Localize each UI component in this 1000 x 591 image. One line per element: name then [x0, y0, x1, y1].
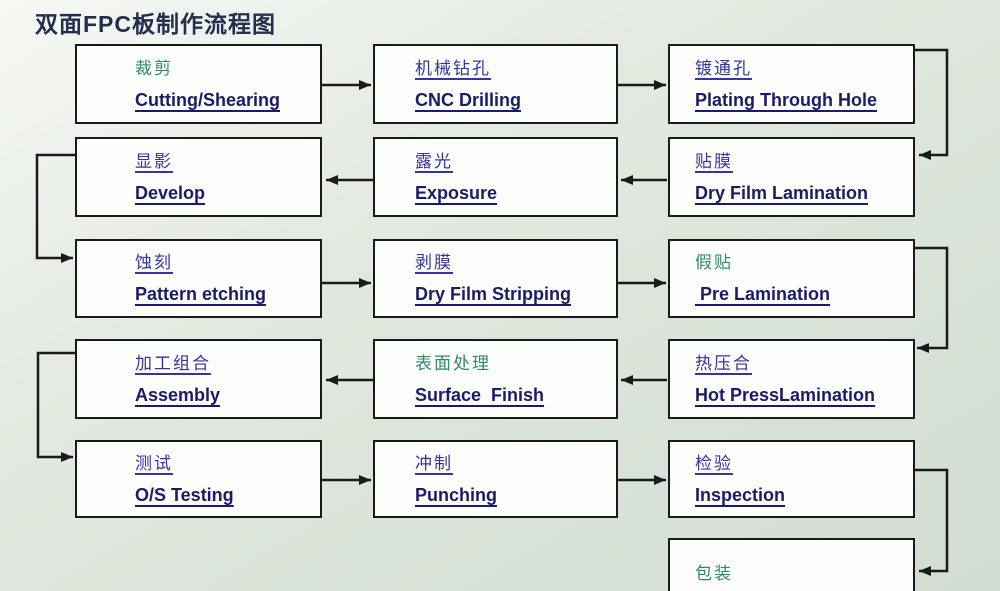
connector-develop-to-etching: [35, 153, 75, 263]
node-label-en: Plating Through Hole: [695, 89, 877, 110]
node-inspection: 检验 Inspection: [668, 440, 915, 518]
node-label-zh: 露光: [415, 151, 453, 171]
node-label-en: Develop: [135, 182, 206, 203]
node-label-zh: 蚀刻: [135, 253, 173, 272]
node-label-zh: 加工组合: [135, 353, 211, 373]
node-label-en: Dry Film Stripping: [415, 284, 572, 304]
node-pattern-etching: 蚀刻 Pattern etching: [75, 239, 322, 318]
connector-plating-to-lamination: [915, 48, 949, 160]
node-label-zh: 贴膜: [695, 151, 733, 171]
page-title: 双面FPC板制作流程图: [35, 11, 276, 37]
node-os-testing: 测试 O/S Testing: [75, 440, 322, 518]
node-label-zh: 测试: [135, 453, 173, 473]
node-label-en: Hot PressLamination: [695, 384, 876, 405]
node-cnc-drilling: 机械钻孔 CNC Drilling: [373, 44, 618, 124]
node-label-zh: 显影: [135, 151, 173, 171]
node-surface-finish: 表面处理 Surface Finish: [373, 339, 618, 419]
node-label-zh: 镀通孔: [695, 58, 752, 78]
node-label-en: Assembly: [135, 384, 221, 405]
node-dry-film-stripping: 剥膜 Dry Film Stripping: [373, 239, 618, 318]
node-label-en: Punching: [415, 484, 497, 505]
node-label-en: Pattern etching: [135, 284, 267, 304]
node-plating-through-hole: 镀通孔 Plating Through Hole: [668, 44, 915, 124]
node-label-en: Inspection: [695, 484, 786, 505]
node-exposure: 露光 Exposure: [373, 137, 618, 217]
node-dry-film-lamination: 贴膜 Dry Film Lamination: [668, 137, 915, 217]
node-label-en: Surface Finish: [415, 384, 545, 405]
node-label-zh: 假贴: [695, 253, 733, 272]
node-label-en: Exposure: [415, 182, 498, 203]
node-label-en: Dry Film Lamination: [695, 182, 869, 203]
connector-assembly-to-testing: [36, 351, 75, 462]
node-label-zh: 剥膜: [415, 253, 453, 272]
node-develop: 显影 Develop: [75, 137, 322, 217]
node-pre-lamination: 假贴 Pre Lamination: [668, 239, 915, 318]
connector-inspection-to-packaging: [915, 468, 949, 576]
node-label-en: O/S Testing: [135, 484, 234, 505]
node-label-en: Cutting/Shearing: [135, 89, 280, 110]
connector-prelam-to-hotpress: [915, 246, 949, 353]
node-label-zh: 冲制: [415, 453, 453, 473]
node-label-zh: 机械钻孔: [415, 58, 491, 78]
node-hot-press-lamination: 热压合 Hot PressLamination: [668, 339, 915, 419]
node-cutting-shearing: 裁剪 Cutting/Shearing: [75, 44, 322, 124]
node-packaging: 包装: [668, 538, 915, 591]
node-label-en: CNC Drilling: [415, 89, 521, 110]
node-label-en: Pre Lamination: [695, 284, 831, 304]
node-punching: 冲制 Punching: [373, 440, 618, 518]
node-label-zh: 裁剪: [135, 58, 173, 78]
node-label-zh: 包装: [695, 563, 733, 583]
node-label-zh: 检验: [695, 453, 733, 473]
node-label-zh: 表面处理: [415, 353, 491, 373]
node-label-zh: 热压合: [695, 353, 752, 373]
node-assembly: 加工组合 Assembly: [75, 339, 322, 419]
